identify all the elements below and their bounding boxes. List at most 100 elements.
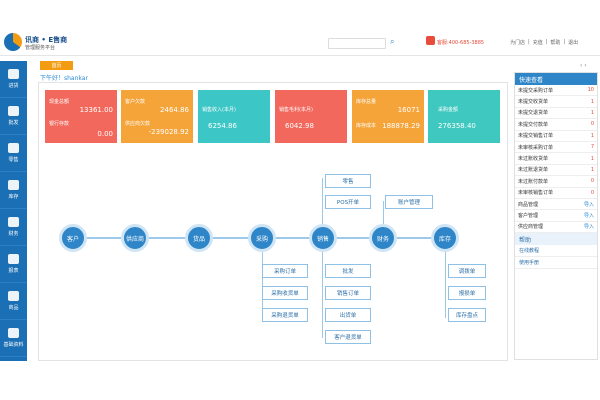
flow-line: [262, 238, 263, 318]
quick-view-title: 快速查看: [515, 73, 597, 85]
flow-sub-wholesale[interactable]: 批发: [325, 264, 371, 278]
card-label: 客户欠款: [125, 99, 146, 105]
flow-line: [322, 238, 323, 338]
flow-sub-purchase-return[interactable]: 采购退货单: [262, 308, 308, 322]
flow-sub-purchase-receipt[interactable]: 采购收货单: [262, 286, 308, 300]
sidebar-item-finance[interactable]: 财务: [0, 209, 27, 246]
search-icon[interactable]: ⌕: [390, 37, 395, 46]
card-value: 6042.98: [285, 122, 314, 130]
sidebar-item-retail[interactable]: 零售: [0, 135, 27, 172]
card-label: 销售毛利(本月): [279, 107, 313, 113]
service-phone: 客服:400-685-3885: [437, 40, 485, 46]
card-value: 276358.40: [438, 122, 476, 130]
flow-node-purchase[interactable]: 采购: [248, 224, 276, 252]
flow-sub-delivery[interactable]: 出货单: [325, 308, 371, 322]
goods-icon: [8, 291, 19, 301]
import-link[interactable]: 导入: [583, 224, 594, 231]
brand-subtitle: 管理服务平台: [25, 45, 56, 51]
header-link-store[interactable]: 为门店: [510, 40, 526, 46]
card-label: 库存成本: [356, 123, 377, 129]
card-label: 供应商欠款: [125, 121, 151, 127]
flow-node-stock[interactable]: 库存: [431, 224, 459, 252]
finance-icon: [8, 217, 19, 227]
header-links: 为门店| 充值| 帮助| 退出: [510, 39, 579, 46]
help-link-tutorial[interactable]: 在线教程: [515, 245, 597, 258]
retail-icon: [8, 143, 19, 153]
flow-node-supplier[interactable]: 供应商: [121, 224, 149, 252]
flow-sub-retail[interactable]: 零售: [325, 174, 371, 188]
sidebar-item-stock[interactable]: 库存: [0, 172, 27, 209]
stat-card-cash[interactable]: 现金总额 13361.00 银行存款 0.00: [45, 90, 117, 143]
header-link-recharge[interactable]: 充值: [532, 40, 543, 46]
flow-line: [383, 201, 384, 237]
sidebar-item-wholesale[interactable]: 批发: [0, 98, 27, 135]
card-value: 0.00: [97, 130, 113, 138]
header-link-logout[interactable]: 退出: [568, 40, 579, 46]
flow-node-sales[interactable]: 销售: [309, 224, 337, 252]
stock-icon: [8, 180, 19, 190]
flow-node-customer[interactable]: 客户: [59, 224, 87, 252]
card-label: 采购金额: [438, 107, 459, 113]
stat-card-sales-income[interactable]: 销售收入(本月) 6254.86: [198, 90, 270, 143]
stat-card-gross-profit[interactable]: 销售毛利(本月) 6042.98: [275, 90, 347, 143]
flow-sub-loss[interactable]: 报损单: [448, 286, 486, 300]
top-header: 讯商 • E售商 管理服务平台 ⌕ 客服:400-685-3885 为门店| 充…: [0, 30, 600, 56]
import-link[interactable]: 导入: [583, 201, 594, 208]
card-value: 16071: [397, 106, 420, 114]
stat-card-purchase-amount[interactable]: 采购金额 276358.40: [428, 90, 500, 143]
stat-card-inventory[interactable]: 库存总量 16071 库存成本 188878.29: [352, 90, 424, 143]
card-value: 188878.29: [382, 122, 420, 130]
card-value: 13361.00: [79, 106, 113, 114]
card-value: -239028.92: [148, 128, 189, 136]
card-label: 现金总额: [49, 99, 70, 105]
panel-nav-arrows-icon[interactable]: ‹ ›: [580, 62, 587, 69]
flow-line: [322, 178, 323, 238]
sidebar-item-basic-data[interactable]: 基础资料: [0, 320, 27, 357]
sidebar-item-reports[interactable]: 报表: [0, 246, 27, 283]
flow-node-goods[interactable]: 货品: [185, 224, 213, 252]
tab-home[interactable]: 首页: [40, 61, 73, 70]
sidebar: 进货 批发 零售 库存 财务 报表 商品 基础资料: [0, 61, 27, 361]
stat-card-receivables[interactable]: 客户欠款 2464.86 供应商欠款 -239028.92: [121, 90, 193, 143]
cart-icon: [8, 69, 19, 79]
flow-sub-purchase-order[interactable]: 采购订单: [262, 264, 308, 278]
brand-name: 讯商 • E售商: [25, 36, 68, 44]
card-label: 销售收入(本月): [202, 107, 236, 113]
flow-sub-transfer[interactable]: 调拨单: [448, 264, 486, 278]
help-title: 帮助: [515, 233, 597, 246]
flow-sub-account[interactable]: 账户管理: [385, 195, 433, 209]
quick-view-row[interactable]: 供应商管理导入: [515, 222, 597, 234]
card-label: 银行存款: [49, 121, 70, 127]
brand-logo-icon: [4, 33, 22, 51]
flow-line: [445, 238, 446, 318]
card-label: 库存总量: [356, 99, 377, 105]
help-link-manual[interactable]: 使用手册: [515, 257, 597, 270]
flow-sub-customer-return[interactable]: 客户退货单: [325, 330, 371, 344]
quick-view-row[interactable]: 客户管理导入: [515, 210, 597, 222]
card-value: 2464.86: [160, 106, 189, 114]
search-input[interactable]: [328, 38, 386, 49]
quick-view-row[interactable]: 商品管理导入: [515, 199, 597, 211]
flow-node-finance[interactable]: 财务: [369, 224, 397, 252]
flow-sub-sales-order[interactable]: 销售订单: [325, 286, 371, 300]
header-link-help[interactable]: 帮助: [550, 40, 561, 46]
import-link[interactable]: 导入: [583, 212, 594, 219]
database-icon: [8, 328, 19, 338]
flow-sub-stocktake[interactable]: 库存盘点: [448, 308, 486, 322]
card-value: 6254.86: [208, 122, 237, 130]
flow-sub-pos[interactable]: POS开单: [325, 195, 371, 209]
report-icon: [8, 254, 19, 264]
sidebar-item-purchase[interactable]: 进货: [0, 61, 27, 98]
sidebar-item-goods[interactable]: 商品: [0, 283, 27, 320]
